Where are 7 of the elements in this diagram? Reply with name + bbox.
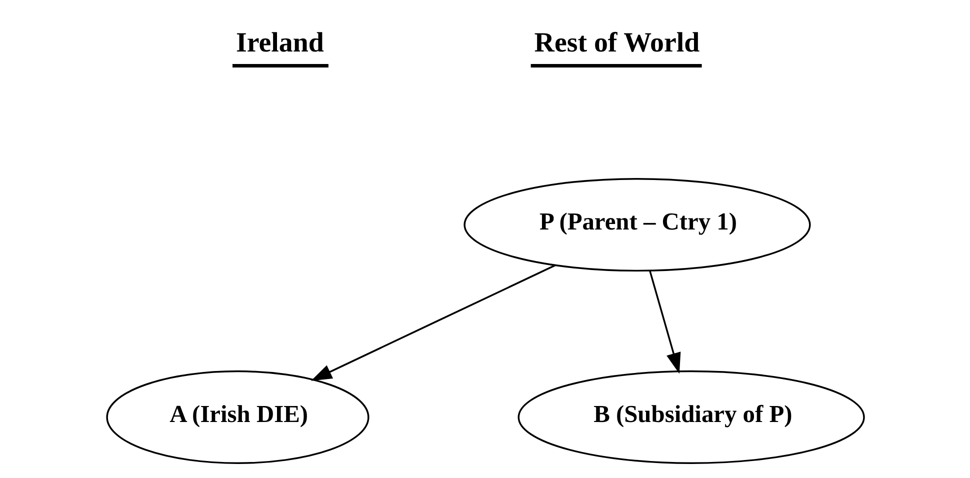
node-ellipse: B (Subsidiary of P)	[517, 370, 864, 464]
label: Ireland	[235, 27, 324, 58]
node-ellipse: A (Irish DIE)	[106, 370, 369, 464]
arrow	[648, 270, 680, 374]
arrow	[310, 264, 556, 381]
label: Rest of World	[534, 27, 700, 58]
node-ellipse: P (Parent – Ctry 1)	[463, 178, 810, 272]
